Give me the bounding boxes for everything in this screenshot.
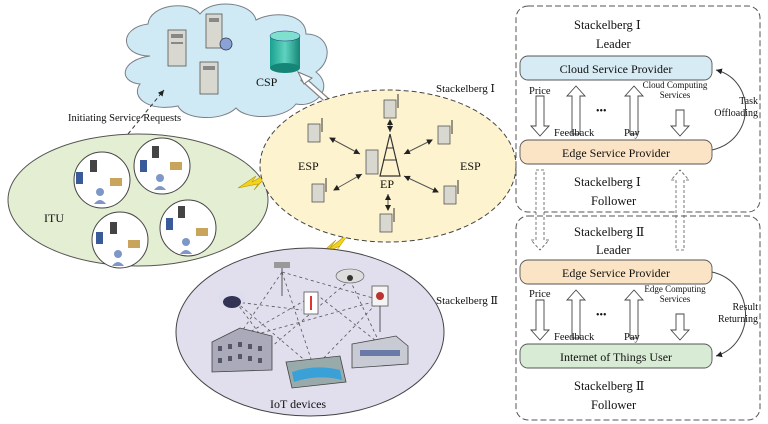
itu-label: ITU [44, 211, 64, 225]
edge-server [311, 178, 327, 203]
result-returning-arrow [711, 271, 746, 358]
edge-server [443, 180, 459, 205]
s1-price-label: Price [529, 86, 551, 97]
edge-server [379, 208, 395, 233]
inter-down-arrow [530, 169, 550, 251]
user-group-4 [159, 199, 217, 257]
inter-up-arrow [670, 169, 690, 251]
s1-title: Stackelberg Ⅰ [574, 18, 641, 32]
esp-right-label: ESP [460, 159, 481, 173]
camera-icon [218, 290, 246, 308]
edge-server [437, 120, 453, 145]
s2-services-down-arrow [669, 313, 691, 341]
fire-sensor-icon [371, 285, 389, 332]
initiating-arrow [127, 89, 165, 135]
s2-follower-title: Stackelberg Ⅱ [574, 379, 644, 393]
s1-side-label: Task Offloading [714, 96, 758, 119]
s2-title: Stackelberg Ⅱ [574, 225, 644, 239]
user-group-1 [73, 151, 131, 209]
s2-feedback-up-arrow [565, 289, 587, 339]
s2-follower: Follower [591, 398, 637, 412]
weather-sensor-icon [274, 262, 290, 296]
cloud-service-provider-box [519, 55, 713, 81]
edge-service-provider-box-1 [519, 139, 713, 165]
iot-user-box [519, 343, 713, 369]
s2-price-label: Price [529, 289, 551, 300]
database-icon [269, 30, 301, 73]
feedback-up-arrow [565, 85, 587, 135]
stackelberg-1-label: Stackelberg Ⅰ [436, 83, 495, 95]
s1-dots: ••• [596, 106, 607, 117]
stackelberg-2-panel: Stackelberg Ⅱ Leader Edge Service Provid… [515, 215, 761, 421]
cloud-server-1 [167, 29, 187, 67]
s2-dots: ••• [596, 310, 607, 321]
csp-label: CSP [256, 75, 278, 89]
s1-feedback-label: Feedback [554, 128, 595, 139]
stackelberg-2-label: Stackelberg Ⅱ [436, 295, 498, 307]
s2-leader: Leader [596, 243, 632, 257]
s1-leader: Leader [596, 37, 632, 51]
price-down-arrow [529, 95, 551, 137]
thermometer-icon [303, 291, 319, 315]
cloud-box-label: Cloud Service Provider [560, 62, 673, 76]
tower-icon [365, 133, 401, 177]
initiating-label: Initiating Service Requests [68, 113, 181, 124]
task-offloading-arrow [711, 68, 746, 151]
iot-devices-label: IoT devices [270, 397, 326, 411]
iot-region: IoT devices [175, 247, 445, 417]
factory-icon [351, 335, 409, 369]
stackelberg-1-panel: Stackelberg Ⅰ Leader Cloud Service Provi… [515, 5, 761, 213]
building-icon [211, 327, 273, 373]
s1-follower-title: Stackelberg Ⅰ [574, 175, 641, 189]
services-down-arrow [669, 109, 691, 137]
ep-label: EP [380, 177, 394, 191]
iot-box-label: Internet of Things User [560, 350, 672, 364]
edge-server [383, 94, 399, 119]
pay-up-arrow [623, 85, 645, 135]
edge-server [307, 118, 323, 143]
s1-services-label: Cloud Computing Services [643, 80, 708, 100]
cloud-server-2 [205, 13, 233, 51]
user-group-2 [133, 137, 191, 195]
cloud-server-3 [199, 61, 219, 95]
s2-pay-up-arrow [623, 289, 645, 339]
s1-pay-label: Pay [624, 128, 641, 139]
edge-region: ESP ESP EP [259, 89, 517, 243]
esp-left-label: ESP [298, 159, 319, 173]
s1-follower: Follower [591, 194, 637, 208]
s2-services-label: Edge Computing Services [644, 284, 705, 304]
s2-side-label: Result Returning [718, 302, 758, 325]
user-group-3 [91, 211, 149, 269]
s2-feedback-label: Feedback [554, 332, 595, 343]
s2-pay-label: Pay [624, 332, 641, 343]
dam-icon [285, 355, 347, 389]
csp-cloud: CSP [124, 3, 328, 119]
edge-box-1-label: Edge Service Provider [562, 146, 670, 160]
dome-sensor-icon [335, 268, 365, 284]
s2-price-down-arrow [529, 299, 551, 341]
edge-box-2-label: Edge Service Provider [562, 266, 670, 280]
